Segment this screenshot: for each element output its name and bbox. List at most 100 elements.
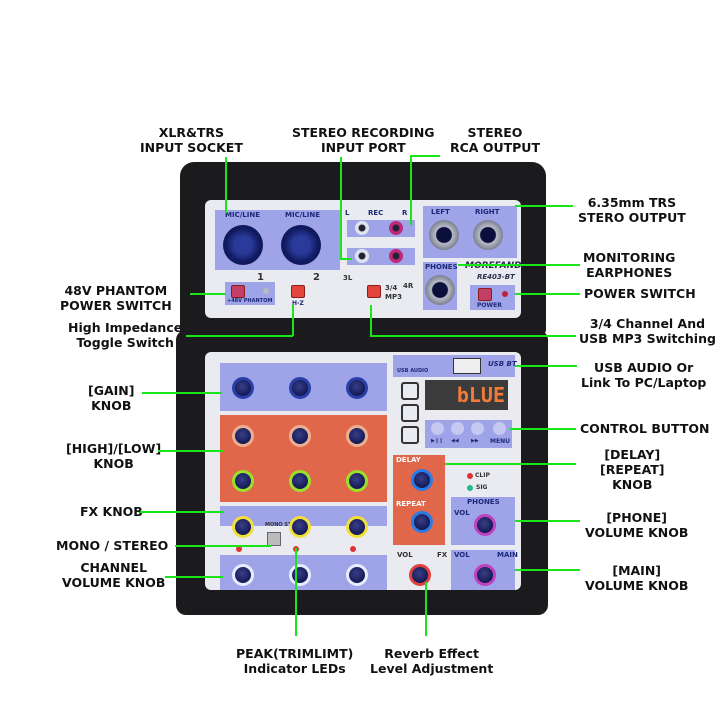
main-volume-knob[interactable] bbox=[474, 564, 496, 586]
model-label: RE403-BT bbox=[477, 273, 515, 281]
phones-volume-knob[interactable] bbox=[474, 514, 496, 536]
low-knob-1[interactable] bbox=[232, 470, 254, 492]
fx-master-volume-knob[interactable] bbox=[409, 564, 431, 586]
usb-port[interactable] bbox=[453, 358, 481, 374]
repeat-knob[interactable] bbox=[411, 511, 433, 533]
leader-line bbox=[370, 305, 372, 336]
rca-r-jack[interactable] bbox=[389, 249, 403, 263]
swmp3-label: MP3 bbox=[385, 293, 402, 301]
phantom-switch[interactable] bbox=[231, 285, 245, 298]
clip-led bbox=[467, 473, 473, 479]
label-line: USB AUDIO Or bbox=[594, 360, 694, 375]
play-label: ▶❙❙ bbox=[431, 438, 444, 444]
label-line: [HIGH]/[LOW] bbox=[66, 441, 162, 456]
phones-label: PHONES bbox=[425, 263, 458, 271]
label-line: STERO OUTPUT bbox=[578, 210, 686, 225]
usb-audio-label: USB AUDIO bbox=[397, 368, 429, 374]
repeat-label: REPEAT bbox=[396, 500, 426, 508]
ch3-label: 3L bbox=[343, 274, 353, 282]
label-line: INPUT SOCKET bbox=[140, 140, 243, 155]
volume-knob-1[interactable] bbox=[232, 564, 254, 586]
main-label: MAIN bbox=[497, 551, 518, 559]
hiz-label: H-Z bbox=[292, 300, 304, 307]
sig-led bbox=[467, 485, 473, 491]
label-line: EARPHONES bbox=[586, 265, 673, 280]
xlr-socket-1[interactable] bbox=[223, 225, 263, 265]
sig-label: SIG bbox=[476, 484, 488, 491]
fx-master-label: FX bbox=[437, 551, 448, 559]
fx-knob-3[interactable] bbox=[346, 516, 368, 538]
label-line: USB MP3 Switching bbox=[579, 331, 716, 346]
hiz-switch[interactable] bbox=[291, 285, 305, 298]
rec-r-jack[interactable] bbox=[389, 221, 403, 235]
trs-right-jack[interactable] bbox=[473, 220, 503, 250]
high-knob-3[interactable] bbox=[346, 425, 368, 447]
leader-line bbox=[295, 548, 297, 636]
next-button[interactable] bbox=[471, 422, 484, 435]
prev-button[interactable] bbox=[451, 422, 464, 435]
label-phone-vol: [PHONE]VOLUME KNOB bbox=[585, 510, 688, 540]
usb-bt-label: USB BT bbox=[488, 360, 517, 368]
menu-label: MENU bbox=[490, 438, 510, 445]
label-fx: FX KNOB bbox=[80, 504, 143, 519]
led-display: bLUE bbox=[425, 380, 508, 410]
label-line: [REPEAT] bbox=[600, 462, 665, 477]
phones-jack[interactable] bbox=[425, 275, 455, 305]
leader-line bbox=[225, 157, 227, 213]
power-switch[interactable] bbox=[478, 288, 492, 301]
ch34-mp3-switch[interactable] bbox=[367, 285, 381, 298]
low-knob-2[interactable] bbox=[289, 470, 311, 492]
ch4-label: 4R bbox=[403, 282, 414, 290]
leader-line bbox=[340, 157, 342, 259]
label-line: Toggle Switch bbox=[76, 335, 174, 350]
label-line: VOLUME KNOB bbox=[62, 575, 166, 590]
label-highlow: [HIGH]/[LOW]KNOB bbox=[66, 441, 161, 471]
clip-label: CLIP bbox=[475, 472, 490, 479]
play-pause-button[interactable] bbox=[431, 422, 444, 435]
leader-line bbox=[515, 520, 580, 522]
leader-line bbox=[140, 511, 224, 513]
label-line: POWER SWITCH bbox=[60, 298, 172, 313]
menu-button[interactable] bbox=[493, 422, 506, 435]
gain-knob-3[interactable] bbox=[346, 377, 368, 399]
rec-l-jack[interactable] bbox=[355, 221, 369, 235]
low-knob-3[interactable] bbox=[346, 470, 368, 492]
trs-left-jack[interactable] bbox=[429, 220, 459, 250]
label-line: STEREO bbox=[467, 125, 523, 140]
high-knob-1[interactable] bbox=[232, 425, 254, 447]
label-peak: PEAK(TRIMLIMT)Indicator LEDs bbox=[236, 646, 353, 676]
gain-knob-2[interactable] bbox=[289, 377, 311, 399]
fx-knob-2[interactable] bbox=[289, 516, 311, 538]
gain-knob-1[interactable] bbox=[232, 377, 254, 399]
leader-line bbox=[515, 293, 580, 295]
label-line: [PHONE] bbox=[606, 510, 668, 525]
leader-line bbox=[190, 293, 226, 295]
label-control: CONTROL BUTTON bbox=[580, 421, 710, 436]
music-icon bbox=[401, 404, 419, 422]
label-line: [MAIN] bbox=[612, 563, 662, 578]
next-label: ▶▶ bbox=[471, 438, 479, 444]
rca-l-jack[interactable] bbox=[355, 249, 369, 263]
leader-line bbox=[186, 335, 293, 337]
leader-line bbox=[165, 576, 223, 578]
leader-line bbox=[458, 264, 580, 266]
leader-line bbox=[340, 258, 352, 260]
label-line: VOLUME KNOB bbox=[585, 578, 689, 593]
mic-line-label-2: MIC/LINE bbox=[285, 211, 320, 219]
xlr-socket-2[interactable] bbox=[281, 225, 321, 265]
volume-knob-2[interactable] bbox=[289, 564, 311, 586]
mono-stereo-switch[interactable] bbox=[267, 532, 281, 546]
leader-line bbox=[142, 392, 222, 394]
fx-knob-1[interactable] bbox=[232, 516, 254, 538]
right-label: RIGHT bbox=[475, 208, 500, 216]
power-led bbox=[502, 291, 508, 297]
high-knob-2[interactable] bbox=[289, 425, 311, 447]
delay-knob[interactable] bbox=[411, 469, 433, 491]
label-line: KNOB bbox=[612, 477, 653, 492]
label-line: High Impedance bbox=[68, 320, 183, 335]
volume-knob-3[interactable] bbox=[346, 564, 368, 586]
